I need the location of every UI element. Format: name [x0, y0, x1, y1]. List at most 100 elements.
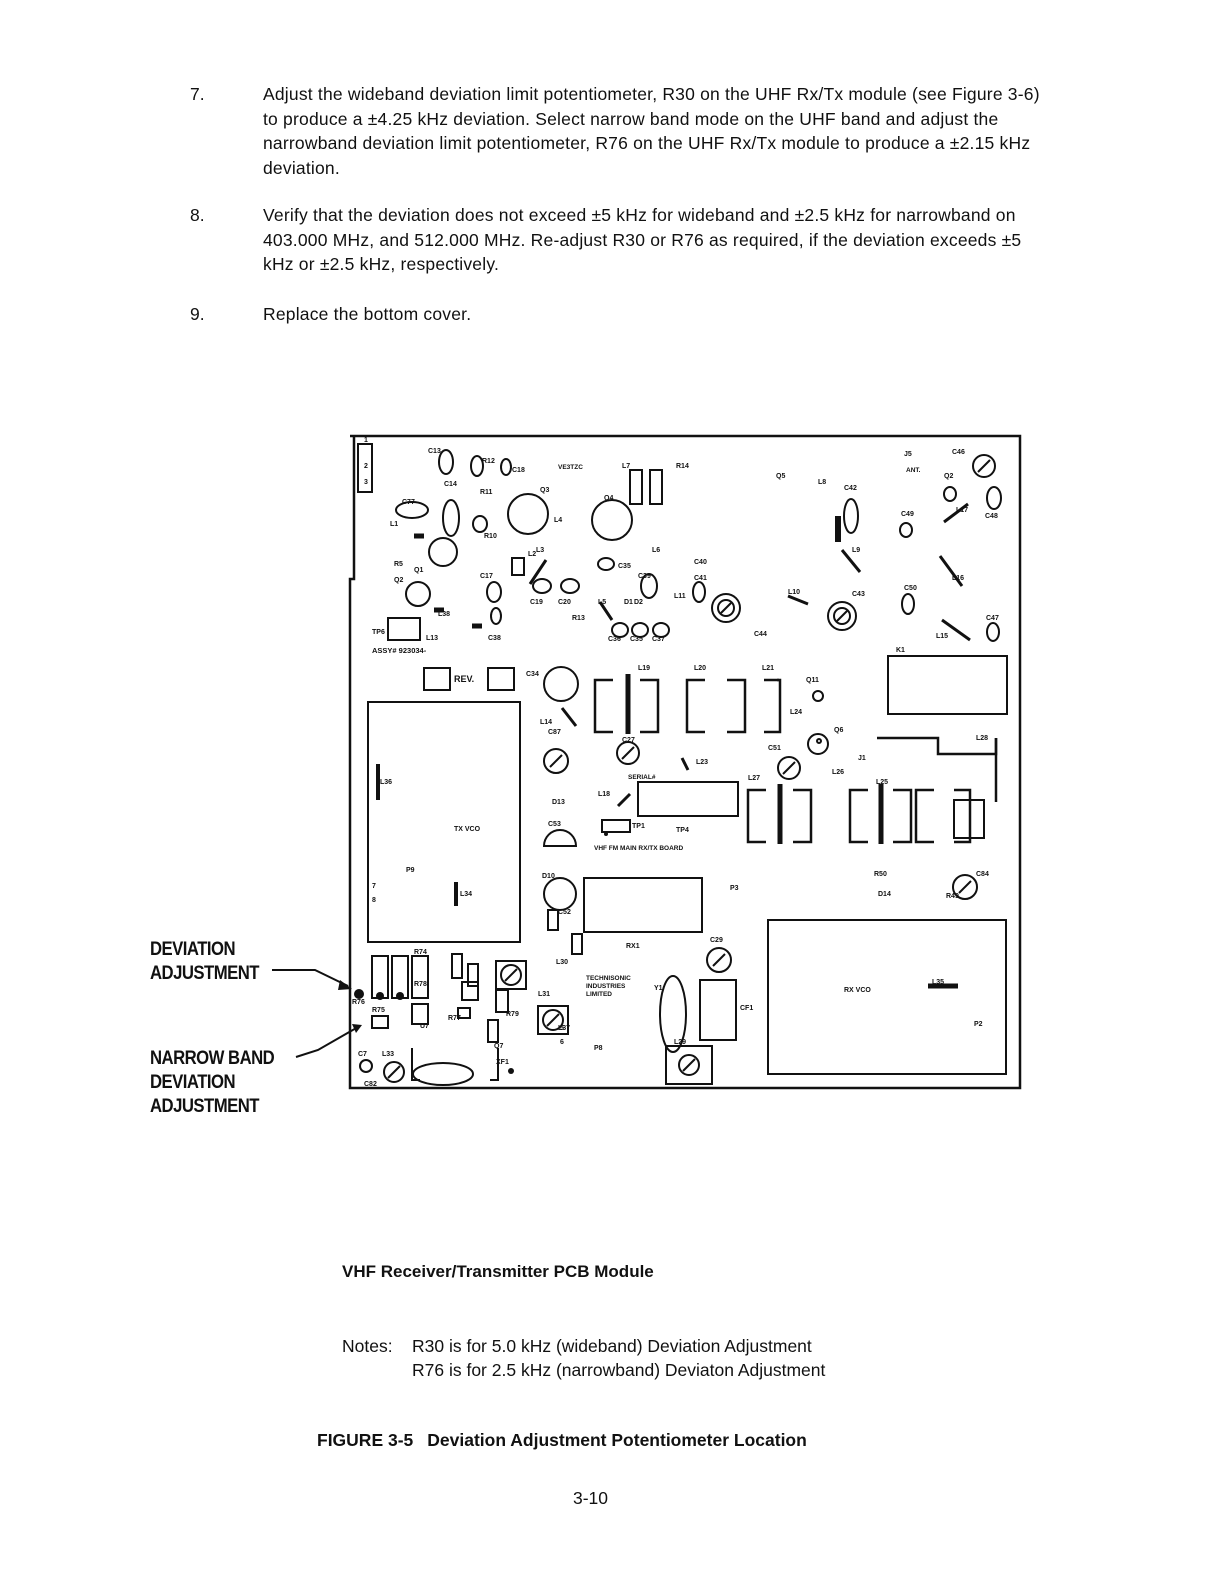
ref-label: XF1: [496, 1059, 509, 1066]
ref-label: R14: [676, 463, 689, 470]
ref-label: U7: [420, 1023, 429, 1030]
ref-label: C34: [526, 671, 539, 678]
narrowband-deviation-adjustment-callout: NARROW BAND DEVIATION ADJUSTMENT: [150, 1047, 275, 1119]
deviation-adjustment-callout: DEVIATION ADJUSTMENT: [150, 938, 260, 986]
note-line: R30 is for 5.0 kHz (wideband) Deviation …: [412, 1336, 812, 1356]
ref-label: C50: [904, 585, 917, 592]
ref-label: L23: [696, 759, 708, 766]
figure-title-text: Deviation Adjustment Potentiometer Locat…: [427, 1430, 807, 1450]
ref-label: L20: [694, 665, 706, 672]
callout-line: ADJUSTMENT: [150, 1096, 260, 1117]
ref-label: J5: [904, 451, 912, 458]
rx-vco-label: RX VCO: [844, 987, 871, 994]
step-text: Adjust the wideband deviation limit pote…: [263, 84, 1040, 178]
figure-notes: Notes: R30 is for 5.0 kHz (wideband) Devi…: [342, 1334, 825, 1382]
ref-label: L18: [598, 791, 610, 798]
ref-label: L35: [932, 979, 944, 986]
ref-label: L17: [956, 507, 968, 514]
ref-label: C49: [901, 511, 914, 518]
ref-label: C51: [768, 745, 781, 752]
ref-label: L15: [936, 633, 948, 640]
ref-label: L4: [554, 517, 562, 524]
ref-label: C37: [652, 636, 665, 643]
ref-label: TP1: [632, 823, 645, 830]
ref-label: L13: [426, 635, 438, 642]
ref-label: Q7: [494, 1043, 503, 1050]
ref-label: C35: [630, 636, 643, 643]
ref-label: L8: [818, 479, 826, 486]
assy-label: ASSY# 923034-: [372, 646, 427, 655]
ref-label: Y1: [654, 985, 663, 992]
ref-label: R79: [506, 1011, 519, 1018]
figure-caption: VHF Receiver/Transmitter PCB Module: [342, 1262, 654, 1281]
pin-label: 1: [364, 437, 368, 444]
ref-label: R74: [414, 949, 427, 956]
ref-label: D10: [542, 873, 555, 880]
ref-label: L28: [976, 735, 988, 742]
ref-label: C36: [608, 636, 621, 643]
step-number: 9.: [190, 304, 205, 324]
ref-label: R78: [414, 981, 427, 988]
ref-label: L10: [788, 589, 800, 596]
ref-label: Q3: [540, 487, 549, 494]
ref-label: L29: [674, 1039, 686, 1046]
ref-label: R50: [874, 871, 887, 878]
ref-label: R75: [372, 1007, 385, 1014]
ref-label: C7: [358, 1051, 367, 1058]
ref-label: TP6: [372, 629, 385, 636]
pin-label: 7: [372, 883, 376, 890]
callsign-label: VE3TZC: [558, 464, 583, 471]
ref-label: C19: [530, 599, 543, 606]
step-number: 7.: [190, 84, 205, 104]
ref-label: C53: [548, 821, 561, 828]
ref-label: Q5: [776, 473, 785, 480]
ref-label: L7: [622, 463, 630, 470]
ref-label: P8: [594, 1045, 603, 1052]
ref-label: R77: [448, 1015, 461, 1022]
ref-label: L38: [438, 611, 450, 618]
ref-label: RX1: [626, 943, 640, 950]
ref-label: L11: [674, 593, 686, 600]
ref-label: J1: [858, 755, 866, 762]
pin-label: 2: [364, 463, 368, 470]
figure-number: FIGURE 3-5: [317, 1430, 414, 1450]
ref-label: R76: [352, 999, 365, 1006]
ref-label: R12: [482, 458, 495, 465]
maker-label-2: INDUSTRIES: [586, 983, 626, 990]
ref-label: C44: [754, 631, 767, 638]
ref-label: C14: [444, 481, 457, 488]
ref-label: C29: [710, 937, 723, 944]
pcb-board-diagram: ASSY# 923034- REV. TX VCO RX VCO VHF FM …: [348, 434, 1022, 1090]
tx-vco-label: TX VCO: [454, 826, 481, 833]
ref-label: L14: [540, 719, 552, 726]
ref-label: C20: [558, 599, 571, 606]
ref-label: Q2: [944, 473, 953, 480]
ref-label: Q11: [806, 677, 819, 684]
ref-label: C82: [364, 1081, 377, 1088]
ref-label: R49: [946, 893, 959, 900]
ref-label: C77: [402, 499, 415, 506]
ref-label: L19: [638, 665, 650, 672]
ant-label: ANT.: [906, 467, 921, 474]
ref-label: C87: [548, 729, 561, 736]
ref-label: L31: [538, 991, 550, 998]
step-number: 8.: [190, 205, 205, 225]
ref-label: C35: [618, 563, 631, 570]
ref-label: C42: [844, 485, 857, 492]
ref-label: D2: [634, 599, 643, 606]
ref-label: P3: [730, 885, 739, 892]
notes-label: Notes:: [342, 1336, 393, 1356]
board-name-label: VHF FM MAIN RX/TX BOARD: [594, 845, 683, 852]
ref-label: L36: [380, 779, 392, 786]
ref-label: L27: [748, 775, 760, 782]
callout-line: NARROW BAND: [150, 1048, 275, 1069]
ref-label: L3: [536, 547, 544, 554]
note-line: R76 is for 2.5 kHz (narrowband) Deviaton…: [412, 1360, 826, 1380]
ref-label: D13: [552, 799, 565, 806]
pin-label: 5: [560, 1025, 564, 1032]
ref-label: C27: [622, 737, 635, 744]
ref-label: L5: [598, 599, 606, 606]
ref-label: C84: [976, 871, 989, 878]
callout-line: ADJUSTMENT: [150, 963, 260, 984]
ref-label: R11: [480, 489, 493, 496]
